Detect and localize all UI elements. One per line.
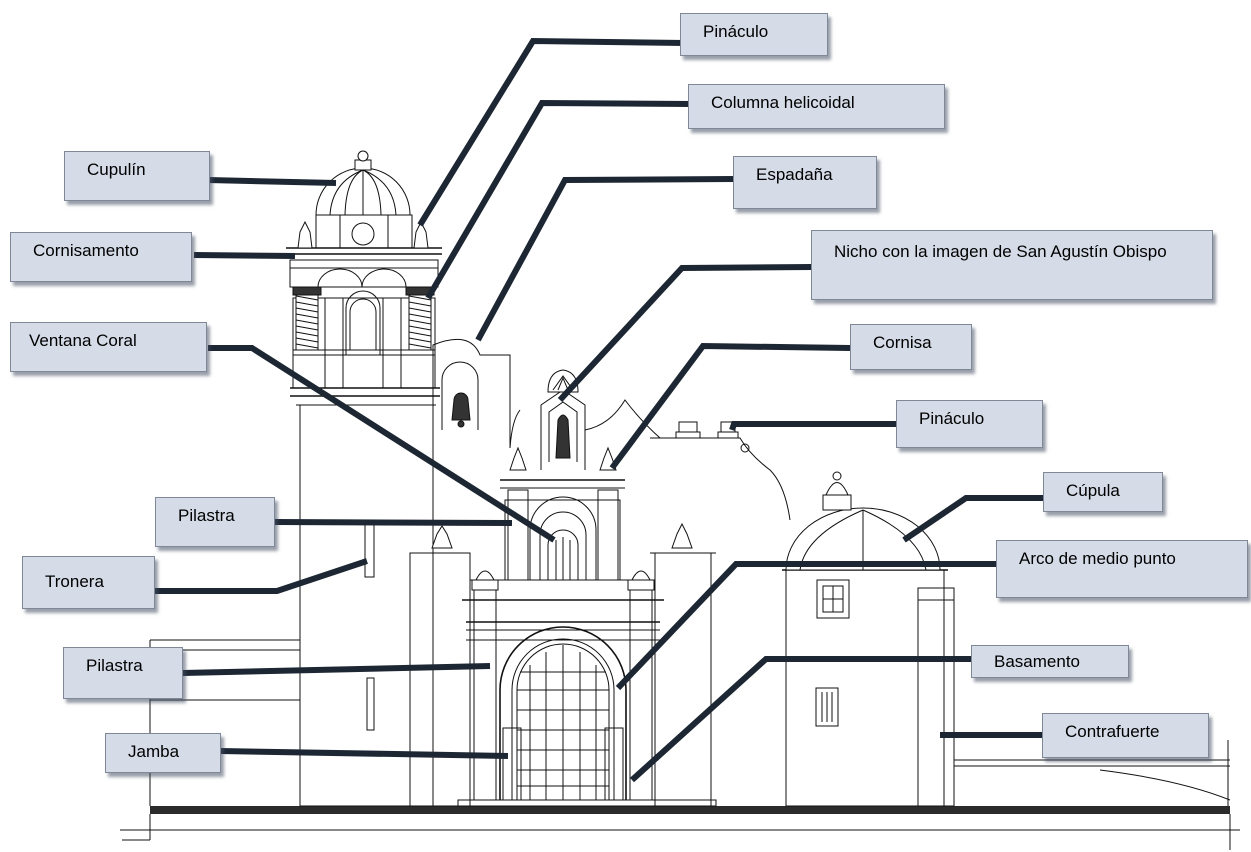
leader-tronera [155, 558, 368, 594]
helicoidal-column-left [292, 286, 322, 351]
leader-pilastra-lower [182, 663, 491, 676]
label-nicho: Nicho con la imagen de San Agustín Obisp… [811, 230, 1213, 300]
label-tronera: Tronera [22, 556, 155, 609]
leader-cornisa [609, 342, 851, 470]
leader-espadana [475, 176, 734, 342]
label-cornisamento: Cornisamento [10, 232, 192, 282]
leader-basamento [629, 656, 971, 783]
left-side-wall [149, 639, 375, 806]
label-cupulin: Cupulín [64, 151, 210, 201]
label-pilastra-upper: Pilastra [155, 497, 275, 547]
leader-pilastra-upper [274, 519, 513, 526]
label-contrafuerte: Contrafuerte [1042, 713, 1209, 758]
label-basamento: Basamento [971, 645, 1129, 678]
main-door [516, 643, 610, 801]
leader-pinaculo-right [729, 421, 897, 431]
leader-jamba [219, 748, 509, 759]
label-pinaculo-right: Pináculo [896, 400, 1043, 448]
leader-cupula [902, 495, 1043, 543]
label-pilastra-lower: Pilastra [63, 647, 183, 699]
leader-nicho [557, 264, 813, 403]
leader-cornisamento [193, 252, 296, 259]
niche-structure [540, 369, 586, 470]
label-cupula: Cúpula [1043, 472, 1163, 512]
bell-tower [286, 150, 442, 807]
leader-cupulin [207, 177, 337, 186]
label-columna-helicoidal: Columna helicoidal [688, 84, 945, 129]
leader-pinaculo-top [417, 37, 686, 227]
leader-ventana-coral [208, 345, 556, 543]
label-arco: Arco de medio punto [996, 540, 1248, 598]
ground-line [120, 806, 1240, 850]
label-espadana: Espadaña [733, 156, 877, 209]
label-ventana-coral: Ventana Coral [10, 322, 207, 372]
leader-arco [615, 561, 996, 691]
label-cornisa: Cornisa [850, 324, 972, 370]
espadana-structure [432, 338, 511, 448]
leader-columna-helicoidal [425, 99, 691, 300]
right-nave [782, 471, 1231, 807]
label-jamba: Jamba [105, 733, 221, 773]
leader-lines [155, 37, 1043, 783]
label-pinaculo-top: Pináculo [680, 13, 828, 56]
helicoidal-column-right [405, 286, 435, 351]
